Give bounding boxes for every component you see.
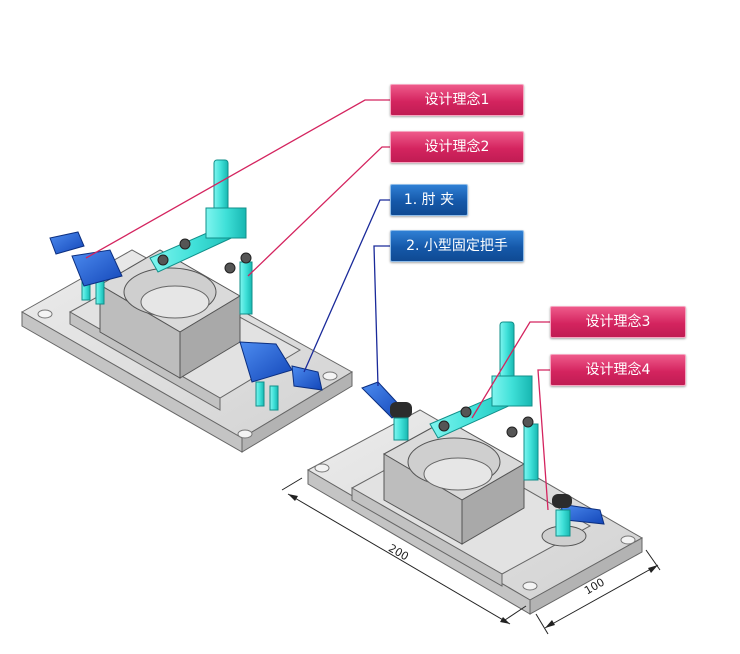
right-bolt: [438, 420, 450, 432]
dim-extension-line: [535, 613, 549, 635]
leader-design2: [247, 146, 392, 277]
right-cyan-knob-pin: [393, 417, 409, 441]
right-bolt: [522, 416, 534, 428]
right-base-plate-side: [529, 537, 643, 615]
callout-design-concept-2: 设计理念2: [390, 131, 524, 163]
right-cyan-body: [491, 375, 533, 407]
callout-toggle-clamp: 1. 肘 夹: [390, 184, 468, 216]
right-bolt: [460, 406, 472, 418]
right-plate-hole: [314, 463, 330, 473]
callout-small-fixing-handle: 2. 小型固定把手: [390, 230, 524, 262]
left-plate-hole: [237, 429, 253, 439]
dimension-lines: [281, 477, 661, 635]
left-plate-hole: [322, 371, 338, 381]
leader-lines: [85, 99, 552, 511]
right-plate-hole: [620, 535, 636, 545]
left-bolt: [157, 254, 169, 266]
right-center-block-side: [461, 463, 525, 545]
callout-design-concept-1: 设计理念1: [390, 84, 524, 116]
left-plate-hole: [37, 309, 53, 319]
right-cyan-knob-pin: [555, 509, 571, 537]
right-blue-knob-2: [552, 494, 572, 508]
left-fixture: [20, 159, 354, 453]
dim-extension-line: [281, 477, 303, 491]
left-bolt: [224, 262, 236, 274]
callout-design-concept-4: 设计理念4: [550, 354, 686, 386]
left-cyan-body: [205, 207, 247, 239]
right-plate-hole: [522, 581, 538, 591]
right-cyan-pin: [523, 423, 539, 481]
right-fixture: [306, 321, 644, 615]
dim-width-line: [544, 564, 659, 629]
dim-arrow: [648, 565, 658, 573]
right-bolt: [506, 426, 518, 438]
right-blue-knob-1: [390, 402, 412, 418]
dim-arrow: [500, 617, 510, 624]
leader-item2: [373, 245, 392, 387]
left-workpiece-recess-inner: [140, 285, 210, 319]
leader-design1: [85, 99, 392, 259]
left-bolt: [179, 238, 191, 250]
left-blue-handle-2: [291, 365, 323, 391]
left-base-plate-side: [241, 371, 353, 453]
dim-extension-line: [645, 549, 661, 571]
right-sub-plate-front: [351, 487, 503, 587]
left-bolt: [240, 252, 252, 264]
right-workpiece-recess-inner: [423, 457, 493, 491]
left-blue-handle-1: [49, 231, 85, 255]
leader-design3: [471, 321, 552, 419]
left-cyan-pin: [255, 381, 265, 407]
dim-arrow: [288, 494, 298, 501]
left-cyan-pin: [239, 261, 253, 315]
leader-design4: [537, 369, 552, 511]
dim-arrow: [545, 620, 555, 628]
dim-length-line: [287, 493, 511, 625]
dim-extension-line: [501, 605, 527, 623]
callout-design-concept-3: 设计理念3: [550, 306, 686, 338]
leader-item1: [303, 199, 392, 373]
left-cyan-pin: [269, 385, 279, 411]
